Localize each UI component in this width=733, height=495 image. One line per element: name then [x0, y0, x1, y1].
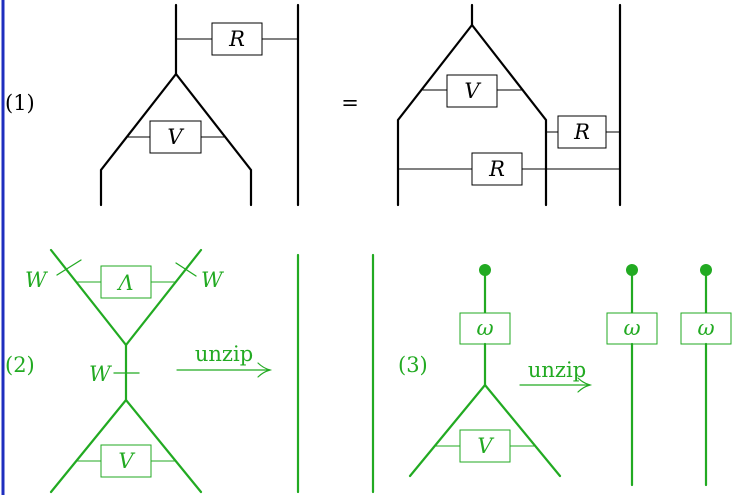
eq1-box-V-left: [149, 120, 202, 154]
eq2-w-right: W: [201, 268, 225, 292]
eq2-arrow-label: unzip: [195, 342, 253, 366]
equation-1: (1) R V = V R: [5, 3, 622, 207]
eq2-w-left: W: [25, 268, 49, 292]
eq1-rhs: V R R: [396, 3, 622, 207]
eq3-box-omega-r2: [680, 312, 732, 345]
eq2-label: (2): [5, 353, 35, 377]
eq1-box-V-right: [446, 74, 498, 108]
eq3-box-omega-r1: [606, 312, 658, 345]
eq1-box-R-right: [557, 115, 607, 149]
eq1-box-R-top: [211, 22, 263, 56]
eq1-lhs: R V: [99, 3, 300, 207]
eq2-box-V-label: V: [118, 449, 135, 473]
eq1-box-R-bottom: [471, 152, 523, 186]
eq2-w-mid: W: [89, 362, 113, 386]
eq2-box-lambda-label: Λ: [116, 271, 133, 295]
eq3-box-omega-r1-label: ω: [623, 316, 640, 340]
equation-3: (3) ω V unzip ω ω: [371, 253, 732, 494]
eq1-box-R-bottom-label: R: [488, 157, 505, 181]
eq1-label: (1): [5, 91, 35, 115]
eq3-box-V-label: V: [477, 434, 494, 458]
eq3-box-omega-left-label: ω: [476, 316, 493, 340]
eq1-equals: =: [341, 91, 359, 115]
eq3-box-omega-left: [459, 312, 511, 345]
eq1-box-V-right-label: V: [464, 79, 481, 103]
eq3-box-V: [459, 429, 511, 463]
eq3-arrow-label: unzip: [528, 358, 586, 382]
eq2-box-lambda: [100, 265, 152, 299]
eq2-box-V: [100, 444, 152, 478]
eq1-box-V-left-label: V: [167, 125, 184, 149]
eq3-box-omega-r2-label: ω: [697, 316, 714, 340]
eq3-label: (3): [398, 353, 428, 377]
equation-2: (2) W W W Λ V unzip: [5, 248, 300, 494]
eq1-box-R-top-label: R: [228, 27, 245, 51]
eq1-box-R-right-label: R: [573, 120, 590, 144]
